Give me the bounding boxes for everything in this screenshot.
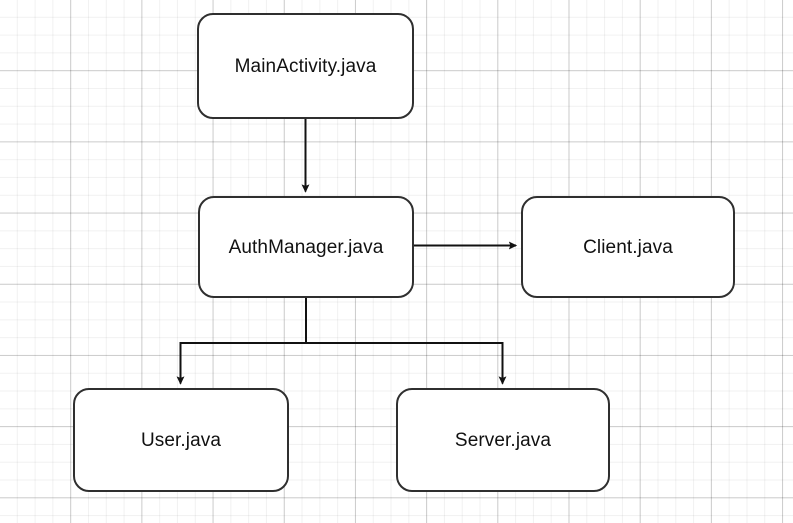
node-user[interactable]: User.java — [73, 388, 289, 492]
node-label-main-activity: MainActivity.java — [234, 55, 377, 77]
node-main-activity[interactable]: MainActivity.java — [197, 13, 414, 119]
node-label-auth-manager: AuthManager.java — [228, 236, 384, 258]
node-label-server: Server.java — [454, 429, 552, 451]
node-client[interactable]: Client.java — [521, 196, 735, 298]
node-label-user: User.java — [140, 429, 222, 451]
node-label-client: Client.java — [583, 236, 673, 258]
node-auth-manager[interactable]: AuthManager.java — [198, 196, 414, 298]
node-server[interactable]: Server.java — [396, 388, 610, 492]
edge-auth-manager-to-user — [176, 298, 307, 385]
edge-auth-manager-to-server — [305, 298, 507, 385]
